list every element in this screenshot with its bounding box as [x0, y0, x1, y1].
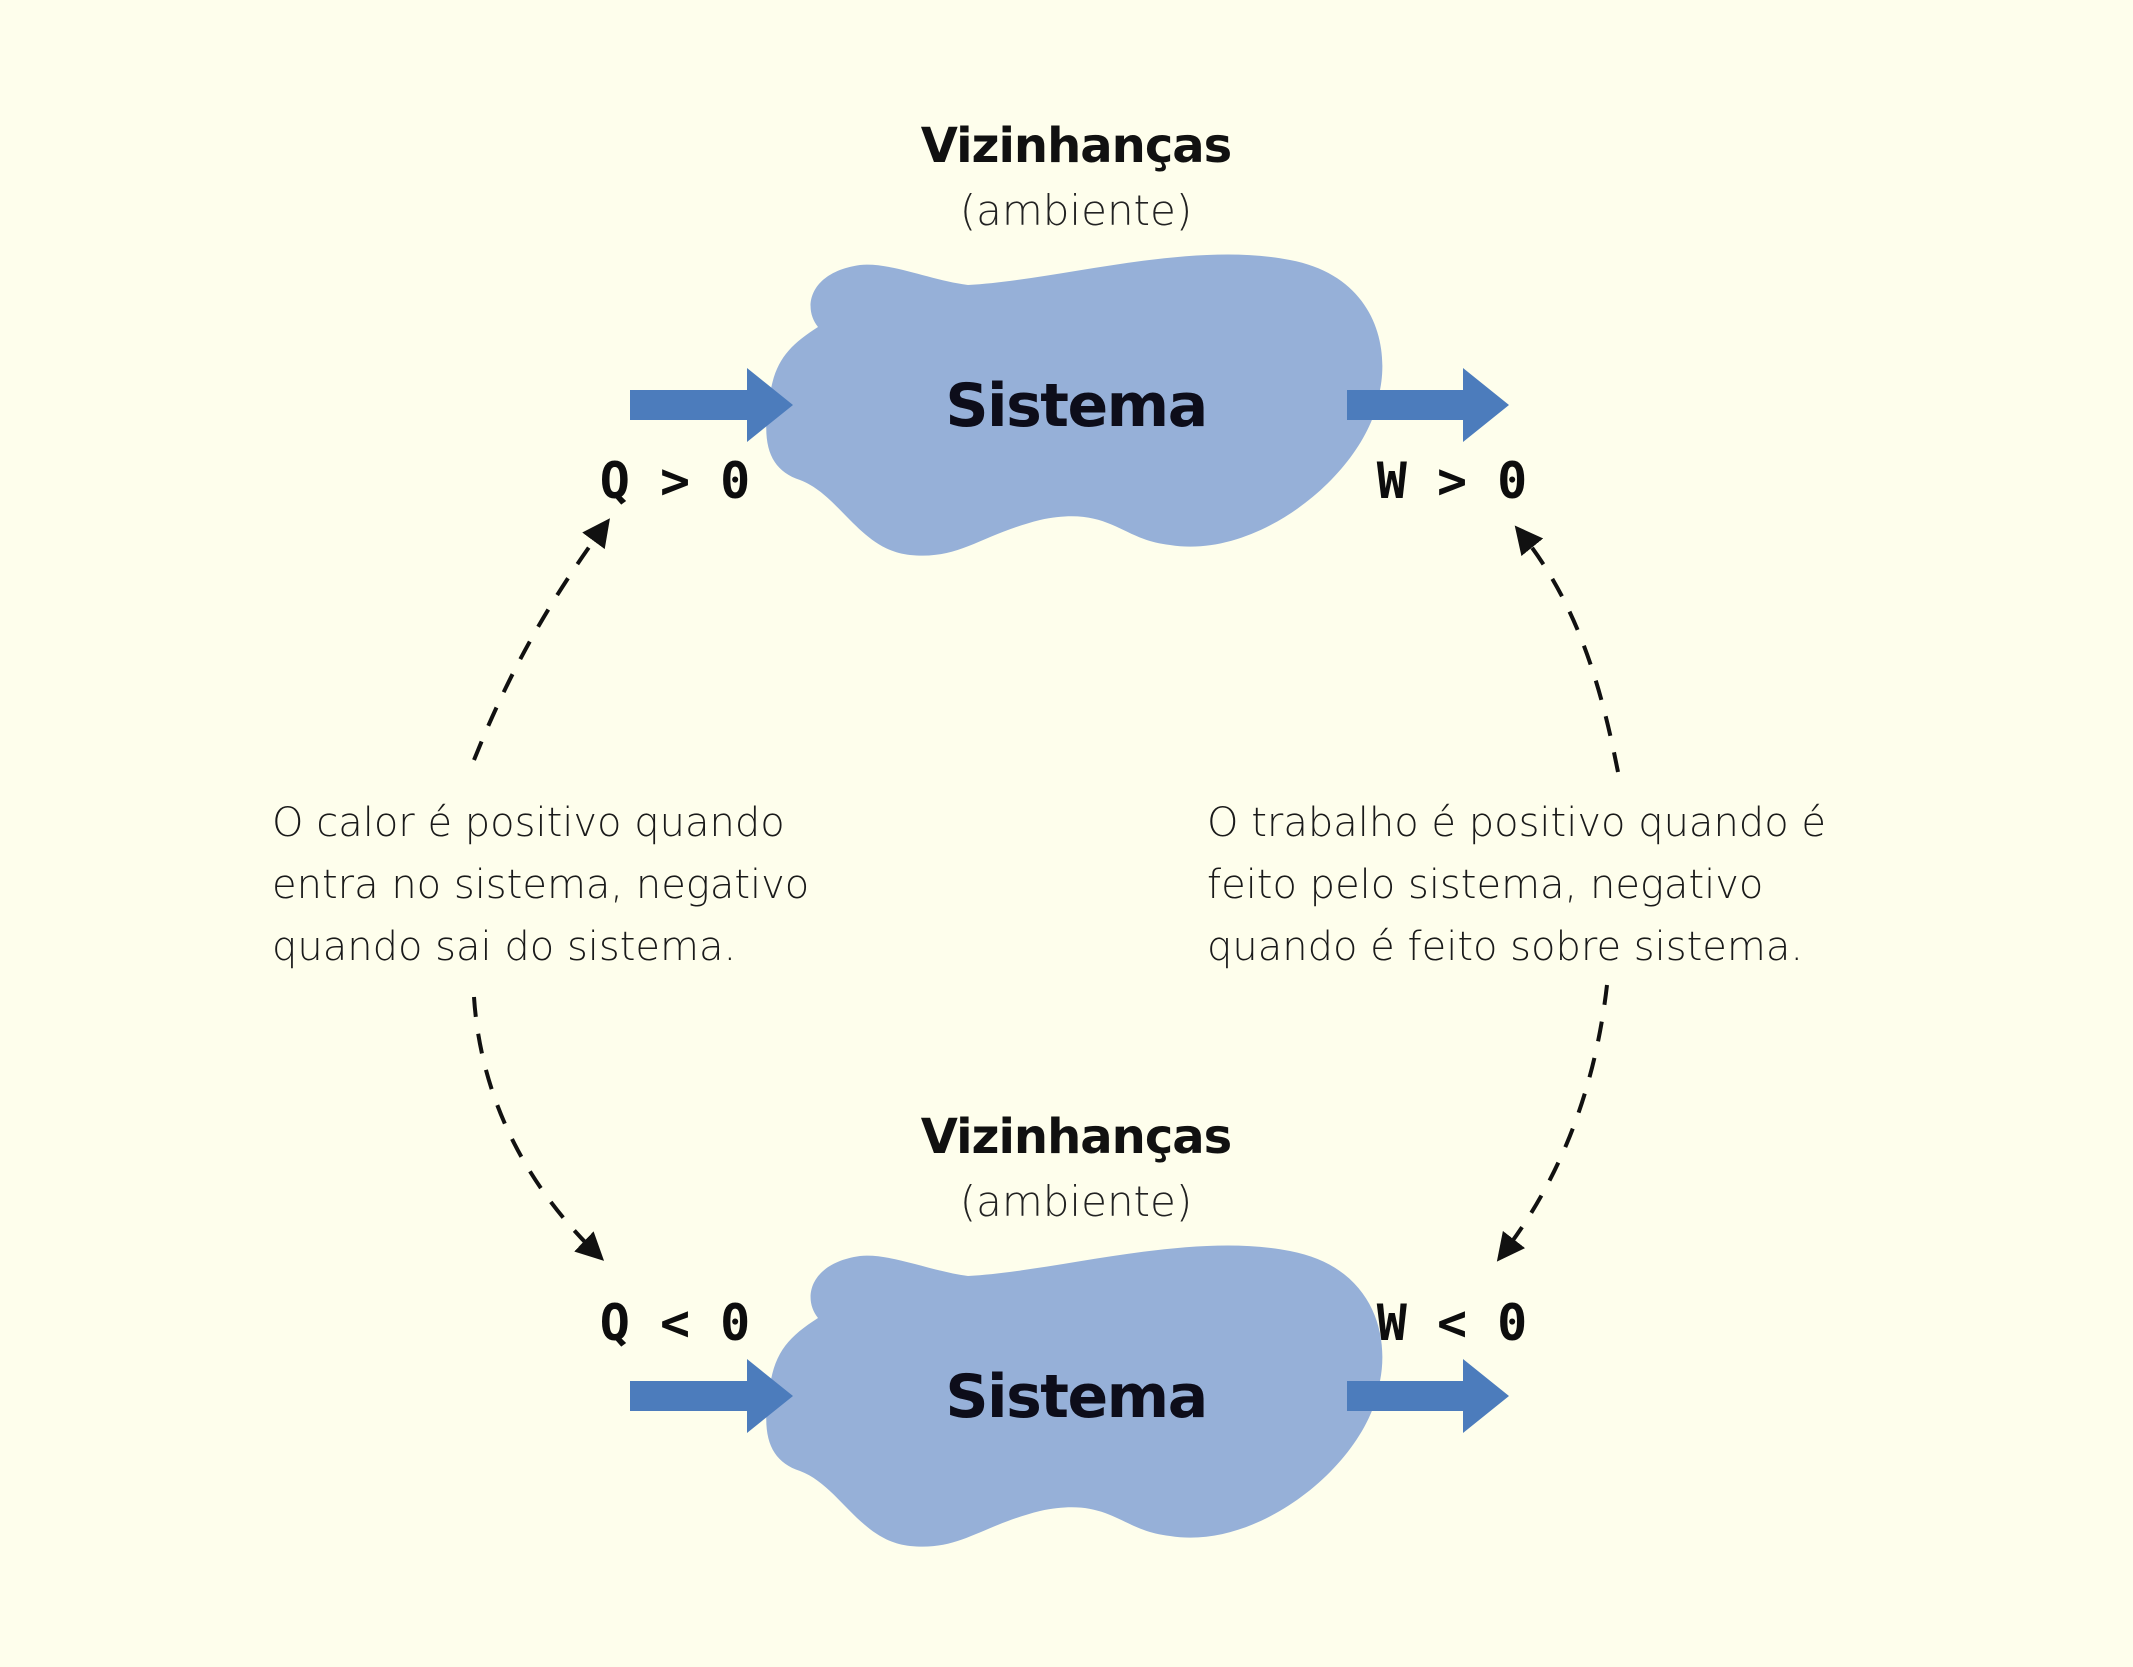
- bottom-heat-label: Q < 0: [600, 1294, 751, 1352]
- top-surroundings-title: Vizinhanças: [921, 118, 1231, 174]
- heat-note-line-3: quando sai do sistema.: [272, 924, 736, 970]
- work-note-line-1: O trabalho é positivo quando é: [1207, 800, 1826, 846]
- work-sign-note: O trabalho é positivo quando é feito pel…: [1207, 800, 1826, 970]
- bottom-system-label: Sistema: [945, 1362, 1206, 1432]
- top-surroundings-subtitle: (ambiente): [960, 186, 1193, 235]
- heat-note-connector-down: [472, 996, 605, 1261]
- top-heat-arrow: [630, 368, 793, 442]
- top-panel: Vizinhanças (ambiente) Sistema Q > 0 W >…: [600, 118, 1528, 556]
- work-note-line-3: quando é feito sobre sistema.: [1207, 924, 1803, 970]
- bottom-surroundings-subtitle: (ambiente): [960, 1177, 1193, 1226]
- top-work-label: W > 0: [1377, 452, 1528, 510]
- top-system-cloud: [766, 254, 1383, 556]
- bottom-system-cloud: [766, 1245, 1383, 1547]
- work-note-connector-up: [1514, 525, 1620, 773]
- heat-sign-note: O calor é positivo quando entra no siste…: [272, 800, 809, 970]
- heat-note-line-1: O calor é positivo quando: [272, 800, 785, 846]
- bottom-panel: Vizinhanças (ambiente) Sistema Q < 0 W <…: [600, 1109, 1528, 1547]
- work-note-line-2: feito pelo sistema, negativo: [1207, 862, 1763, 908]
- work-note-connector-down: [1496, 984, 1609, 1262]
- heat-note-connector-up: [472, 518, 610, 761]
- top-system-label: Sistema: [945, 371, 1206, 441]
- top-heat-label: Q > 0: [600, 452, 751, 510]
- bottom-work-arrow: [1347, 1359, 1509, 1433]
- bottom-heat-arrow: [630, 1359, 793, 1433]
- heat-note-line-2: entra no sistema, negativo: [272, 862, 809, 908]
- bottom-surroundings-title: Vizinhanças: [921, 1109, 1231, 1165]
- bottom-work-label: W < 0: [1377, 1294, 1528, 1352]
- top-work-arrow: [1347, 368, 1509, 442]
